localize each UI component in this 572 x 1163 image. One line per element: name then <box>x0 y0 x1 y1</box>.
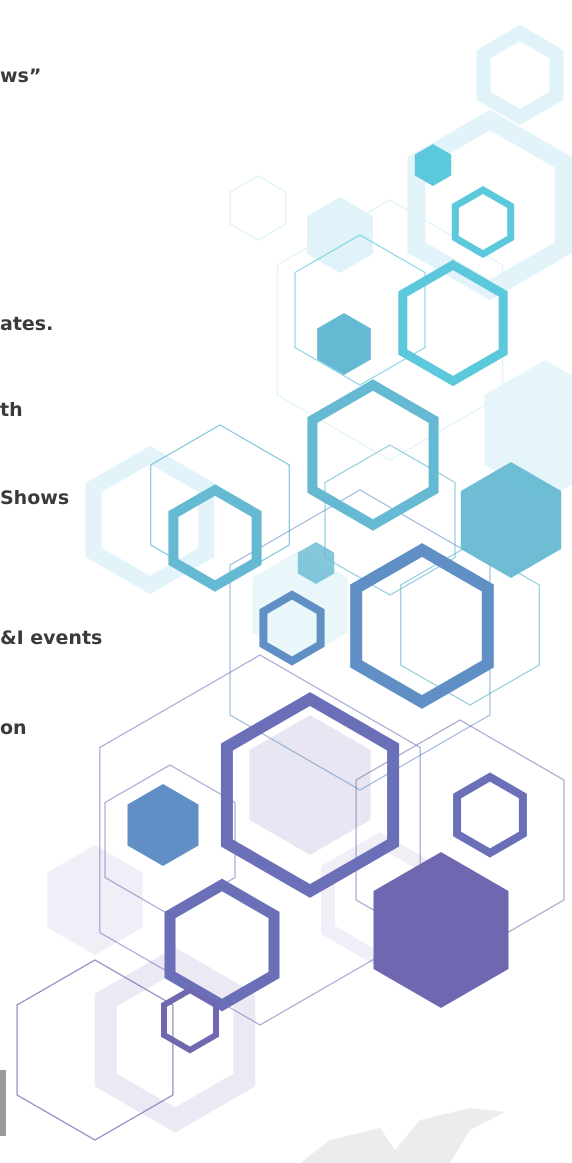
hexagon-shape-32 <box>414 144 452 186</box>
hexagon-shape-16 <box>400 544 540 706</box>
hexagon-shape-23 <box>398 259 508 387</box>
hexagon-shape-37 <box>373 852 509 1008</box>
hexagon-shape-25 <box>168 484 262 592</box>
hexagon-shape-29 <box>453 772 527 858</box>
hexagon-shape-12 <box>294 234 426 386</box>
hexagon-shape-5 <box>85 445 215 595</box>
hexagon-shape-31 <box>161 986 219 1054</box>
hexagon-shape-35 <box>297 542 335 584</box>
hexagon-shape-30 <box>164 878 280 1012</box>
hexagon-shape-18 <box>99 654 421 1026</box>
hexagon-shape-34 <box>460 462 562 578</box>
text-line-6: on <box>0 717 27 739</box>
hexagon-shape-27 <box>350 543 494 709</box>
hexagon-shape-21 <box>16 959 174 1141</box>
text-line-1: ws” <box>0 65 42 87</box>
text-line-4: Shows <box>0 487 70 509</box>
bird-silhouette-decoration <box>300 1108 505 1163</box>
hexagon-shape-13 <box>276 199 504 461</box>
text-line-3: th <box>0 399 23 421</box>
text-line-5: &I events <box>0 627 103 649</box>
text-line-2: ates. <box>0 313 54 335</box>
hexagon-shape-10 <box>94 947 256 1133</box>
hexagon-shape-1 <box>476 24 564 126</box>
hexagon-shape-7 <box>249 715 371 855</box>
hexagon-shape-2 <box>407 109 572 301</box>
hexagon-shape-33 <box>317 313 371 375</box>
hexagon-shape-26 <box>259 590 325 666</box>
page-edge-bar <box>0 1070 6 1136</box>
hexagon-shape-36 <box>127 784 199 866</box>
hexagon-shape-15 <box>324 444 456 596</box>
hexagon-shape-11 <box>229 175 287 241</box>
hexagon-shape-22 <box>451 185 515 259</box>
hexagon-shape-24 <box>307 379 439 531</box>
hexagon-shape-9 <box>47 845 143 955</box>
hexagon-shape-3 <box>307 197 373 273</box>
hexagon-shape-28 <box>220 692 400 898</box>
